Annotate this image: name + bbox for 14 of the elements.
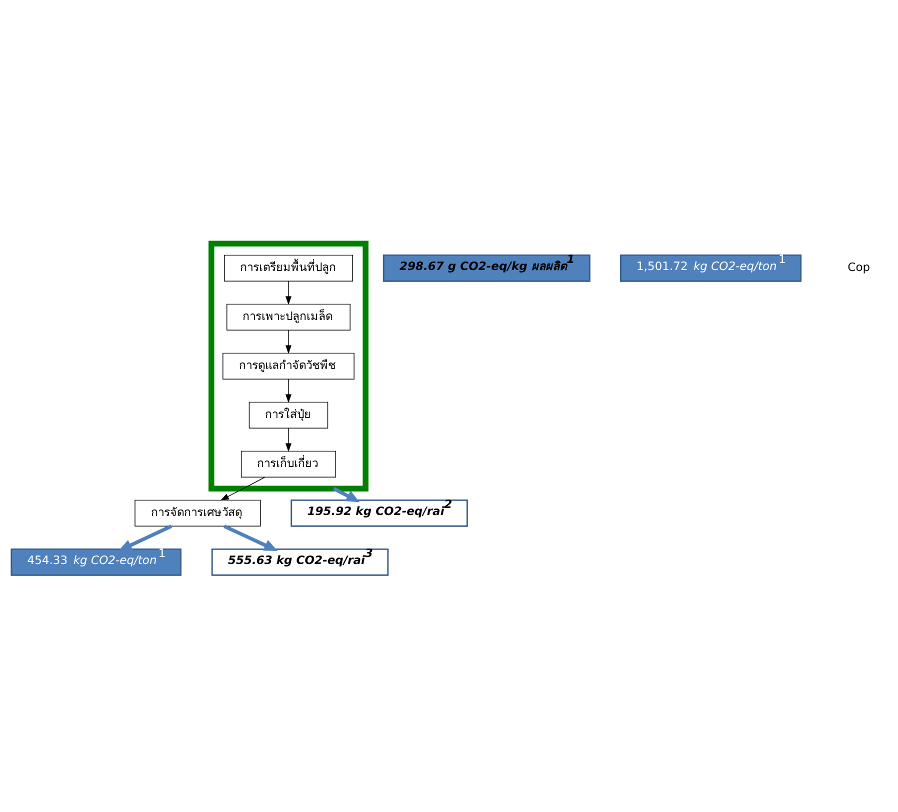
arrow xyxy=(285,280,292,304)
arrow xyxy=(333,486,360,502)
node-box: การเก็บเกี่ยว xyxy=(240,450,336,477)
cluster xyxy=(208,240,368,492)
arrow xyxy=(220,476,266,500)
arrow xyxy=(285,330,292,354)
label: Cop xyxy=(848,259,870,274)
node-box: การดูแลกำจัดวัชพืช xyxy=(222,352,354,379)
node-box: การใส่ปุ๋ย xyxy=(248,401,328,428)
arrow xyxy=(285,428,292,452)
node-box: การเพาะปลูกเมล็ด xyxy=(226,303,350,330)
node-box: การเตรียมพื้นที่ปลูก xyxy=(224,254,353,281)
arrow xyxy=(285,378,292,402)
node-box: การจัดการเศษวัสดุ xyxy=(134,499,261,526)
